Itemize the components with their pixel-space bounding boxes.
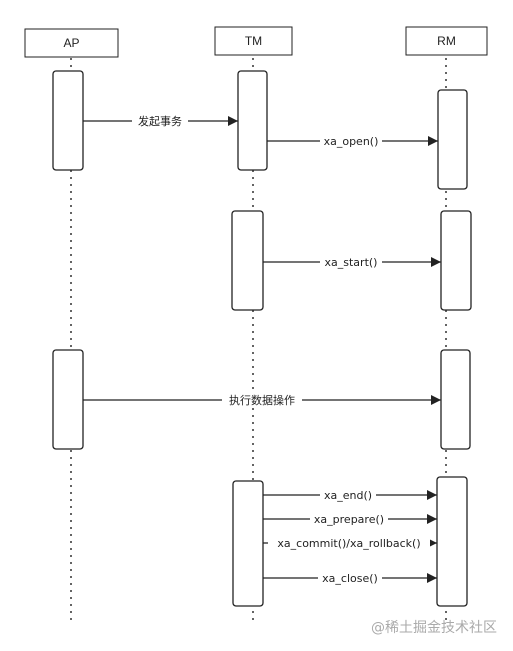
tm-activation-3 — [232, 480, 264, 607]
rm-activation-4 — [436, 476, 468, 607]
participant-tm-label: TM — [245, 34, 262, 48]
ap-activation-2 — [52, 349, 84, 450]
rm-activation-2 — [440, 210, 472, 311]
message-label-8: xa_close() — [322, 572, 378, 585]
message-label-5: xa_end() — [324, 489, 372, 502]
message-label-1: 发起事务 — [138, 114, 182, 128]
rm-activation-1 — [437, 89, 468, 190]
message-label-7: xa_commit()/xa_rollback() — [277, 537, 420, 550]
participant-rm-label: RM — [437, 34, 456, 48]
participant-tm: TM — [214, 26, 293, 56]
tm-activation-1 — [237, 70, 268, 171]
participant-ap: AP — [24, 28, 119, 58]
message-label-2: xa_open() — [324, 135, 379, 148]
tm-activation-2 — [231, 210, 264, 311]
participant-rm: RM — [405, 26, 488, 56]
message-label-6: xa_prepare() — [314, 513, 384, 526]
participant-ap-label: AP — [63, 36, 79, 50]
rm-activation-3 — [440, 349, 471, 450]
message-label-3: xa_start() — [325, 256, 378, 269]
ap-activation-1 — [52, 70, 84, 171]
message-label-4: 执行数据操作 — [229, 393, 295, 407]
watermark: @稀土掘金技术社区 — [371, 620, 497, 636]
